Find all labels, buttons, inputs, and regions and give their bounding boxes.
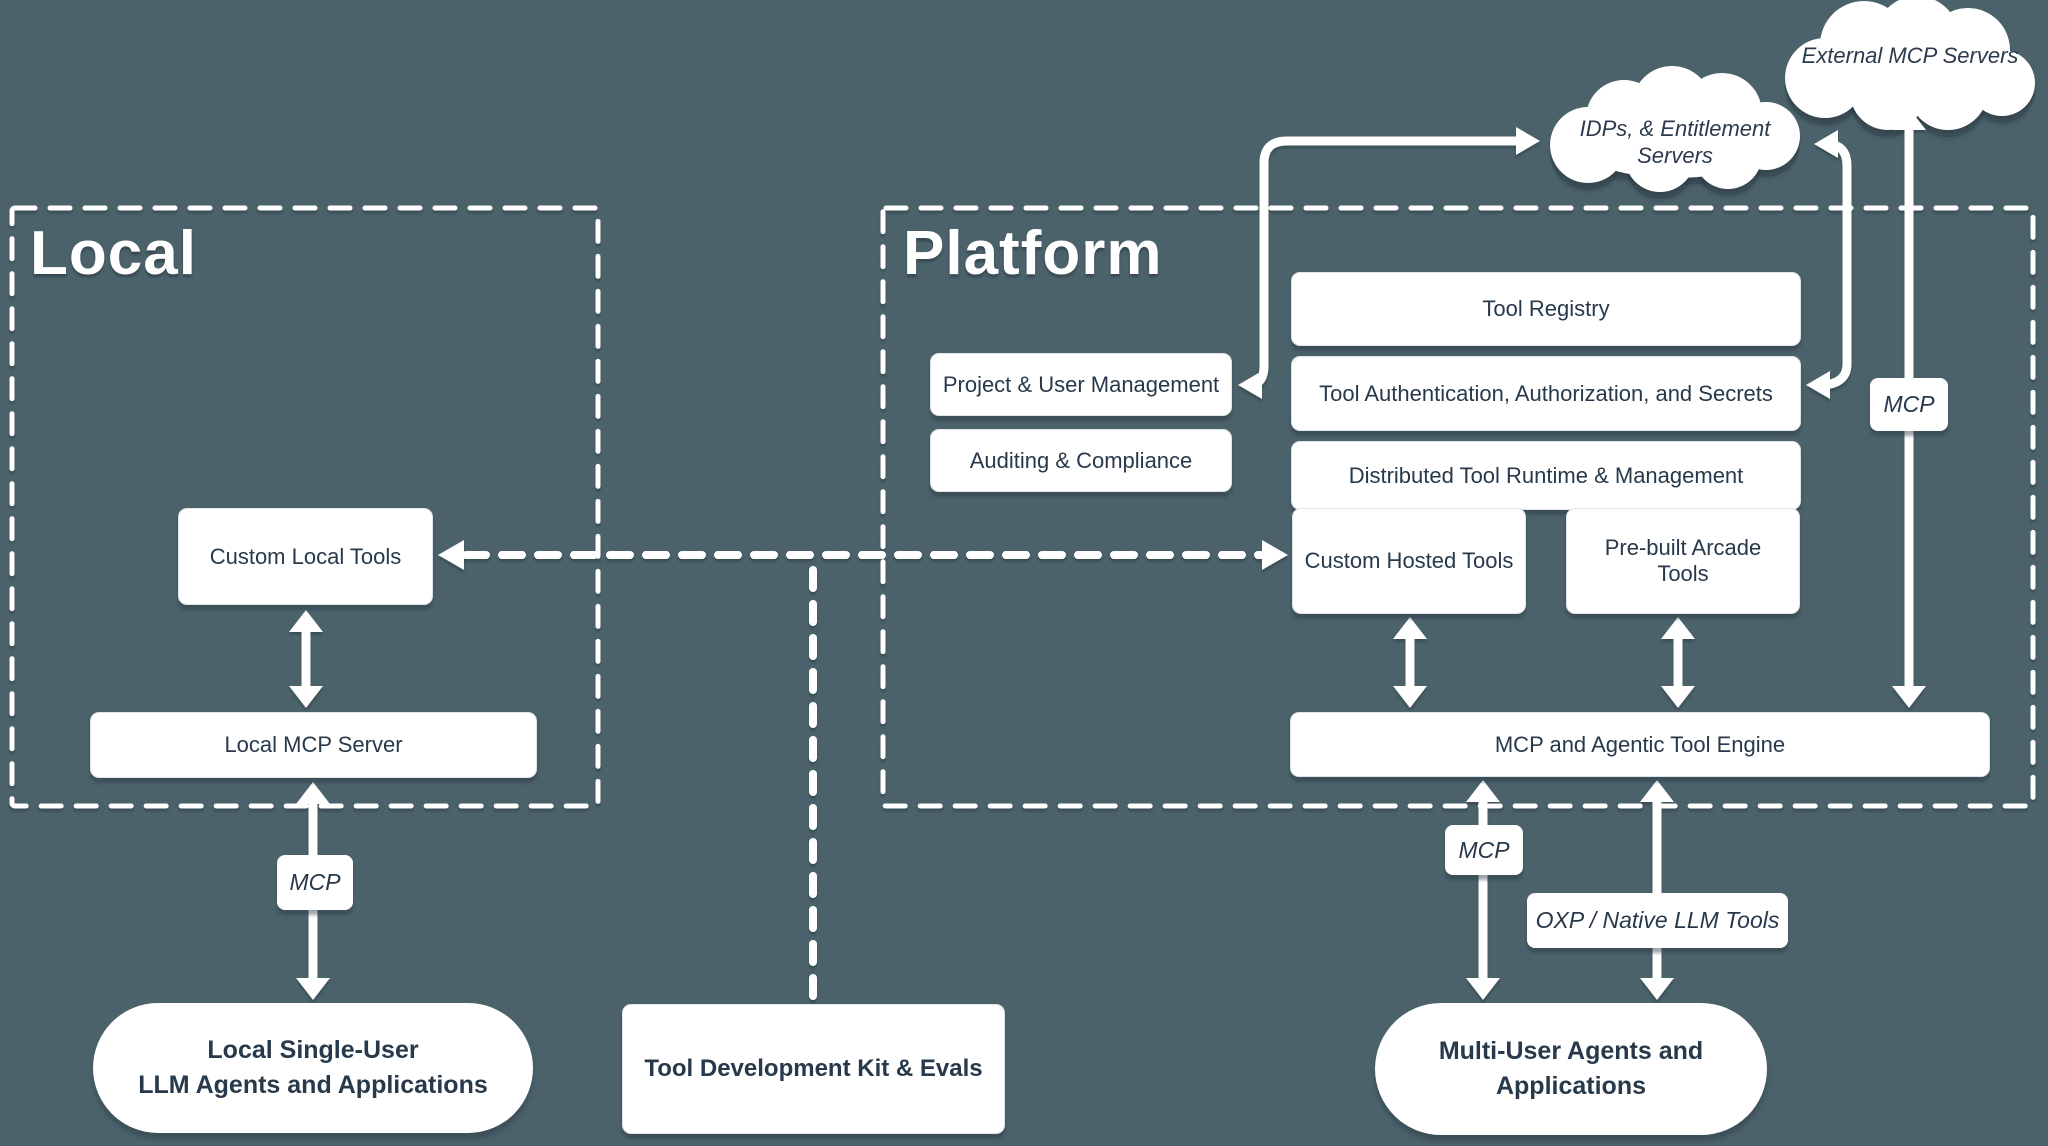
arrow-engine-multiuser-mcp	[1466, 780, 1500, 1000]
custom-hosted-tools-box: Custom Hosted Tools	[1292, 508, 1526, 614]
prebuilt-arcade-tools-box: Pre-built Arcade Tools	[1566, 508, 1800, 614]
multi-user-line1: Multi-User Agents and	[1438, 1037, 1704, 1065]
external-mcp-cloud-label: External MCP Servers	[1801, 43, 2019, 68]
oxp-native-llm-tools-tag: OXP / Native LLM Tools	[1527, 893, 1788, 948]
platform-region-title: Platform	[903, 219, 1163, 288]
local-agents-line2: LLM Agents and Applications	[138, 1071, 488, 1099]
project-user-management-box: Project & User Management	[930, 353, 1232, 416]
mcp-agentic-engine-box: MCP and Agentic Tool Engine	[1290, 712, 1990, 777]
arrow-engine-multiuser-oxp	[1640, 780, 1674, 1000]
local-region-border	[9, 205, 601, 809]
mcp-tag-agents: MCP	[1445, 825, 1523, 875]
tool-development-kit-box: Tool Development Kit & Evals	[622, 1004, 1005, 1134]
tool-registry-box: Tool Registry	[1291, 272, 1801, 346]
platform-region-border	[880, 205, 2036, 809]
arrow-prebuilt-engine	[1661, 617, 1695, 708]
idp-cloud-label-line1: IDPs, & Entitlement	[1579, 116, 1771, 141]
mcp-tag-external: MCP	[1870, 378, 1948, 431]
idp-cloud-label-line2: Servers	[1637, 143, 1713, 168]
external-mcp-cloud	[1785, 0, 2035, 130]
local-mcp-server-box: Local MCP Server	[90, 712, 537, 778]
arrow-projectmgmt-idp	[1238, 127, 1540, 399]
tool-auth-box: Tool Authentication, Authorization, and …	[1291, 356, 1801, 431]
dashed-arrow-customlocal-customhosted	[438, 540, 1288, 570]
custom-local-tools-box: Custom Local Tools	[178, 508, 433, 605]
local-agents-oval: Local Single-User LLM Agents and Applica…	[93, 1003, 533, 1133]
auditing-compliance-box: Auditing & Compliance	[930, 429, 1232, 492]
local-agents-line1: Local Single-User	[207, 1036, 419, 1064]
idp-cloud	[1550, 66, 1800, 192]
arrow-customhosted-engine	[1393, 617, 1427, 708]
arrow-toolauth-idp	[1806, 130, 1852, 399]
local-region-title: Local	[30, 219, 197, 288]
multi-user-line2: Applications	[1495, 1072, 1646, 1100]
arrow-customlocal-localmcp	[289, 610, 323, 708]
idp-cloud-label: IDPs, & Entitlement Servers	[1545, 115, 1805, 169]
mcp-tag-local: MCP	[277, 855, 353, 910]
distributed-runtime-box: Distributed Tool Runtime & Management	[1291, 441, 1801, 510]
multi-user-agents-oval: Multi-User Agents and Applications	[1375, 1003, 1767, 1135]
